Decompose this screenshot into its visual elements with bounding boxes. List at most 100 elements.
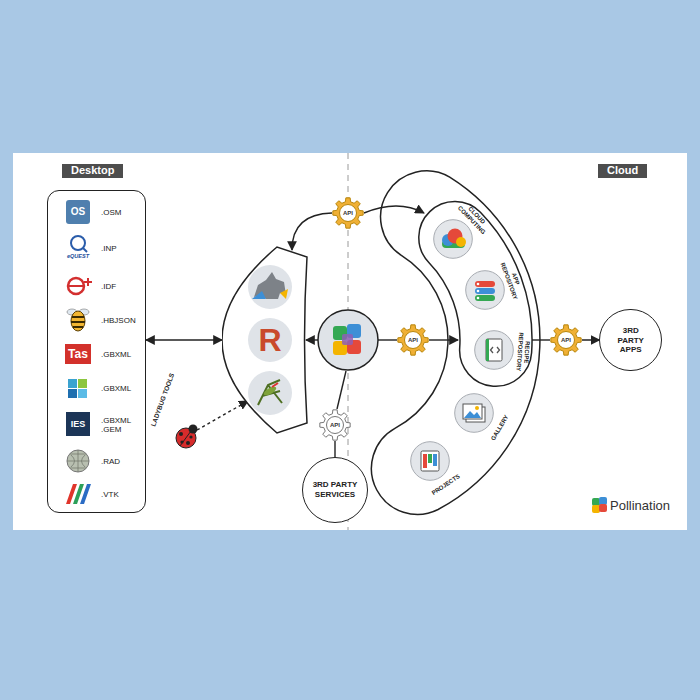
gear-hub: [327, 417, 344, 434]
drawing-part: [67, 450, 89, 472]
party-label: 3RD PARTY SERVICES: [310, 480, 360, 499]
drawing-part: [599, 497, 607, 505]
logo-text: eQUEST: [67, 254, 89, 260]
revit-logo-letter: R: [258, 324, 281, 356]
file-extension: .GBXML: [101, 350, 143, 359]
drawing-part: [71, 311, 85, 331]
drawing-part: [197, 401, 248, 430]
drawing-part: [80, 484, 91, 504]
drawing-part: [466, 271, 505, 310]
drawing-part: [486, 339, 502, 361]
drawing-part: [180, 431, 191, 446]
file-extension: .GBXML .GEM: [101, 416, 143, 434]
drawing-part: [83, 248, 87, 252]
drawing-part: [423, 454, 427, 468]
drawing-part: [434, 219, 473, 258]
drawing-part: [71, 236, 85, 250]
drawing-part: [73, 326, 83, 328]
drawing-part: [189, 435, 192, 438]
file-extension: .VTK: [101, 490, 143, 499]
drawing-part: [248, 318, 292, 362]
cloud-service-circle: GALLERY: [454, 393, 494, 433]
drawing-part: [464, 411, 481, 418]
drawing-part: [69, 285, 83, 287]
drawing-part: [455, 394, 494, 433]
drawing-part: [180, 440, 183, 443]
drawing-part: [186, 441, 190, 445]
cloud-icon: [433, 219, 473, 259]
drawing-part: [66, 412, 90, 436]
drawing-part: [72, 316, 84, 318]
drawing-part: [342, 334, 353, 345]
drawing-part: [429, 339, 458, 340]
drawing-part: [262, 385, 277, 397]
tool-label: LADYBUG TOOLS: [150, 372, 175, 427]
brand-name: Pollination: [610, 499, 670, 512]
drawing-part: [78, 389, 87, 398]
drawing-part: [477, 283, 480, 286]
drawing-part: [532, 339, 550, 340]
drawing-part: [68, 278, 84, 294]
drawing-part: [477, 290, 480, 293]
api-gear: API: [319, 409, 351, 441]
drawing-part: [179, 432, 183, 436]
drawing-part: [248, 265, 292, 309]
cloud-band: [371, 171, 539, 514]
drawing-part: [475, 295, 495, 301]
circle-text-stack: 3RD PARTY APPS: [609, 326, 653, 355]
drawing-part: [475, 288, 495, 294]
drawing-part: [410, 442, 449, 481]
party-circle: 3RD PARTY SERVICES: [302, 457, 368, 523]
drawing-part: [433, 454, 437, 466]
api-gear: API: [332, 197, 364, 229]
drawing-part: [599, 504, 607, 512]
drawing-part: [71, 321, 85, 323]
plugin-arc: R: [222, 245, 308, 435]
drawing-part: [592, 505, 600, 513]
drawing-part: [258, 380, 282, 405]
projects-icon: [410, 441, 450, 481]
drawing-part: [222, 247, 307, 433]
gear-teeth: [320, 410, 350, 440]
service-label: RECIPE REPOSITORY: [514, 331, 531, 374]
file-extension: .INP: [101, 244, 143, 253]
drawing-part: [490, 347, 493, 353]
drawing-part: [486, 339, 489, 361]
gallery-icon: [454, 393, 494, 433]
drawing-part: [65, 344, 91, 364]
party-circle: 3RD PARTY APPS: [599, 309, 662, 372]
file-extension: .GBXML: [101, 384, 143, 393]
recipe-icon: [474, 330, 514, 370]
connector-line: [146, 339, 222, 340]
drawing-part: [475, 281, 495, 287]
panel-tag: Cloud: [598, 164, 647, 178]
drawing-part: [272, 383, 278, 387]
drawing-part: [475, 406, 479, 410]
cloud-service-circle: PROJECTS: [410, 441, 450, 481]
logo-text: OS: [71, 207, 85, 217]
gear-hub: [340, 205, 357, 222]
api-label: API: [408, 337, 418, 343]
drawing-part: [280, 289, 288, 299]
drawing-part: [378, 339, 397, 340]
logo-text: Tas: [68, 348, 88, 360]
app-icon: [465, 270, 505, 310]
circle-text-stack: 3RD PARTY SERVICES: [310, 480, 360, 499]
drawing-part: [337, 371, 346, 409]
api-gear: API: [397, 324, 429, 356]
api-gear: API: [550, 324, 582, 356]
drawing-part: [67, 450, 89, 472]
gear-hub: [405, 332, 422, 349]
drawing-part: [421, 451, 439, 471]
ladybug-icon: [176, 425, 198, 449]
file-extension: .HBJSON: [101, 316, 143, 325]
cloud-service-circle: APP REPOSITORY: [465, 270, 505, 310]
api-label: API: [330, 422, 340, 428]
drawing-part: [84, 281, 92, 283]
pollination-logo: [592, 497, 607, 513]
drawing-part: [364, 206, 424, 213]
drawing-part: [252, 291, 266, 299]
cloud-service-circle: RECIPE REPOSITORY: [474, 330, 514, 370]
